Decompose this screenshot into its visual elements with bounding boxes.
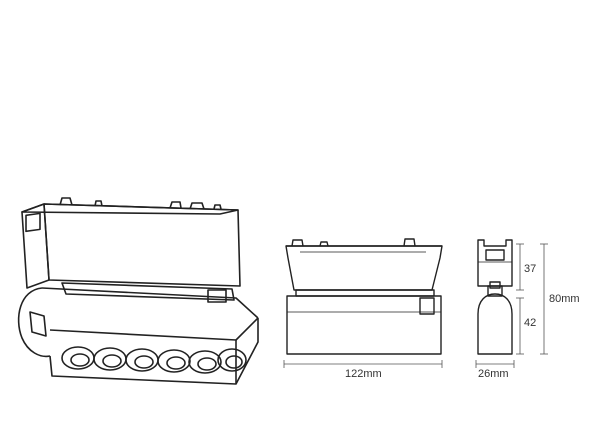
side-adapter	[477, 239, 513, 287]
lamp-body-top	[41, 287, 259, 319]
height-top-label: 37	[524, 263, 536, 275]
front-adapter-clip-right	[403, 238, 416, 247]
height-total-label: 80mm	[549, 293, 580, 305]
led-lens	[188, 350, 222, 374]
led-lens	[61, 346, 95, 370]
height-dimensions	[516, 243, 548, 355]
swivel-joint	[61, 282, 235, 301]
front-body	[286, 295, 442, 355]
led-lens	[217, 348, 247, 372]
adapter-clip-left	[59, 197, 73, 206]
side-adapter-slot	[485, 249, 505, 261]
side-body	[477, 293, 513, 355]
adapter-clip-mid2	[169, 201, 182, 209]
front-adapter-clip-mid	[319, 241, 329, 247]
side-width-dimension	[475, 360, 515, 368]
isometric-view	[17, 197, 259, 385]
adapter-end-slot	[25, 212, 41, 233]
front-width-label: 122mm	[345, 368, 382, 380]
led-lens	[125, 348, 159, 372]
adapter-clip-right	[189, 202, 205, 210]
led-lens	[157, 349, 191, 373]
adapter-long-face	[43, 203, 241, 287]
lamp-body-edge	[235, 317, 259, 341]
adapter-clip-mid	[94, 200, 103, 207]
side-width-label: 26mm	[478, 368, 509, 380]
lamp-body-lower	[49, 318, 259, 385]
height-bottom-label: 42	[524, 317, 536, 329]
adapter-clip-right2	[213, 204, 222, 210]
lamp-body-end	[17, 287, 51, 358]
side-view	[477, 239, 513, 355]
lamp-end-panel	[29, 311, 47, 337]
lamp-body-face	[49, 329, 237, 384]
front-adapter-clip-left	[291, 239, 304, 247]
led-lens	[93, 347, 127, 371]
side-joint	[487, 285, 503, 297]
front-body-marker	[419, 297, 435, 315]
adapter-top-face	[21, 203, 239, 215]
front-adapter	[285, 245, 443, 291]
front-width-dimension	[283, 360, 443, 368]
side-joint-cap	[489, 281, 501, 289]
front-joint	[295, 289, 435, 297]
led-lens-group	[61, 346, 247, 374]
front-view	[285, 238, 443, 355]
